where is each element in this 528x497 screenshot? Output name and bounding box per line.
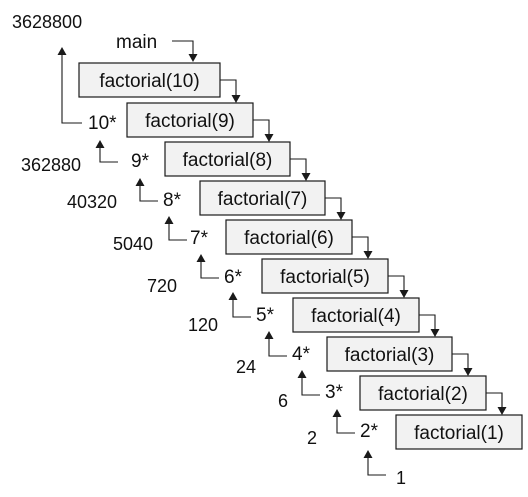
call-box	[395, 414, 523, 450]
call-arrow	[388, 275, 405, 292]
call-arrow	[253, 119, 270, 136]
return-arrowhead	[57, 47, 67, 55]
multiplier-label: 10*	[88, 113, 117, 134]
call-box-label: factorial(1)	[414, 423, 504, 444]
call-box	[359, 375, 487, 411]
boxes-layer	[78, 62, 523, 450]
return-arrowhead	[135, 178, 145, 186]
call-box-label: factorial(4)	[311, 306, 401, 327]
call-box-label: factorial(8)	[183, 150, 273, 171]
return-arrow	[61, 54, 82, 124]
labels-layer: main factorial(10) 10* 3628800 factorial(9) 9…	[12, 12, 504, 488]
call-arrow	[220, 79, 237, 97]
return-value-label: 24	[236, 357, 256, 377]
return-arrow	[99, 147, 118, 163]
return-value-label: 362880	[21, 155, 81, 175]
return-arrowhead	[228, 292, 238, 300]
call-box-label: factorial(6)	[244, 228, 334, 249]
call-box-label: factorial(5)	[280, 267, 370, 288]
call-box-label: factorial(10)	[99, 71, 199, 92]
call-arrowhead-main	[188, 54, 198, 62]
call-box-label: factorial(7)	[218, 189, 308, 210]
call-box	[292, 297, 420, 333]
return-value-label: 2	[307, 428, 317, 448]
multiplier-label: 5*	[256, 305, 275, 326]
return-value-label: 40320	[67, 192, 117, 212]
call-arrowhead	[336, 212, 346, 220]
return-arrowhead	[164, 216, 174, 224]
call-box	[261, 258, 389, 294]
return-value-label: 720	[147, 276, 177, 296]
return-arrowhead	[297, 370, 307, 378]
main-label: main	[116, 32, 157, 53]
multiplier-label: 2*	[360, 421, 379, 442]
call-arrowhead	[231, 95, 241, 103]
return-value-label: 6	[278, 391, 288, 411]
return-arrowhead	[264, 331, 274, 339]
return-arrow	[168, 223, 187, 241]
call-box-label: factorial(9)	[145, 111, 235, 132]
call-box-label: factorial(3)	[345, 345, 435, 366]
call-box	[126, 102, 254, 138]
call-arrowhead	[463, 368, 473, 376]
call-arrow	[325, 197, 342, 214]
call-arrow-main	[172, 40, 194, 56]
multiplier-label: 9*	[131, 151, 150, 172]
return-arrow	[268, 338, 287, 357]
return-arrowhead	[95, 140, 105, 148]
return-arrow	[336, 416, 355, 434]
return-arrow	[200, 261, 219, 279]
multiplier-label: 3*	[325, 382, 344, 403]
call-arrowhead	[497, 407, 507, 415]
multiplier-label: 4*	[292, 344, 311, 365]
return-arrow	[232, 299, 251, 318]
multiplier-label: 6*	[224, 267, 243, 288]
return-value-label: 3628800	[12, 12, 82, 32]
return-arrowhead	[196, 254, 206, 262]
call-arrow	[419, 314, 436, 331]
return-arrowhead	[332, 409, 342, 417]
multiplier-label: 7*	[190, 228, 209, 249]
call-box	[225, 219, 353, 255]
arrows-layer	[57, 40, 507, 476]
call-arrow	[452, 353, 469, 370]
return-value-label: 120	[188, 315, 218, 335]
call-box	[78, 62, 221, 98]
return-value-label: 5040	[113, 234, 153, 254]
return-arrow	[301, 377, 320, 396]
call-box-label: factorial(2)	[378, 384, 468, 405]
call-box	[164, 141, 291, 177]
return-arrowhead	[363, 450, 373, 458]
call-arrowhead	[430, 329, 440, 337]
call-arrow	[486, 392, 503, 409]
call-arrowhead	[363, 251, 373, 259]
call-arrowhead	[264, 134, 274, 142]
call-box	[199, 180, 326, 216]
call-arrow-final	[486, 392, 503, 409]
call-arrowhead	[399, 290, 409, 298]
return-arrow	[367, 457, 386, 476]
call-box	[326, 336, 453, 372]
call-arrowhead	[301, 173, 311, 181]
call-arrow	[290, 158, 307, 175]
return-value-label: 1	[396, 468, 406, 488]
call-arrow	[352, 236, 369, 253]
multiplier-label: 8*	[163, 190, 182, 211]
return-arrow	[139, 185, 158, 202]
